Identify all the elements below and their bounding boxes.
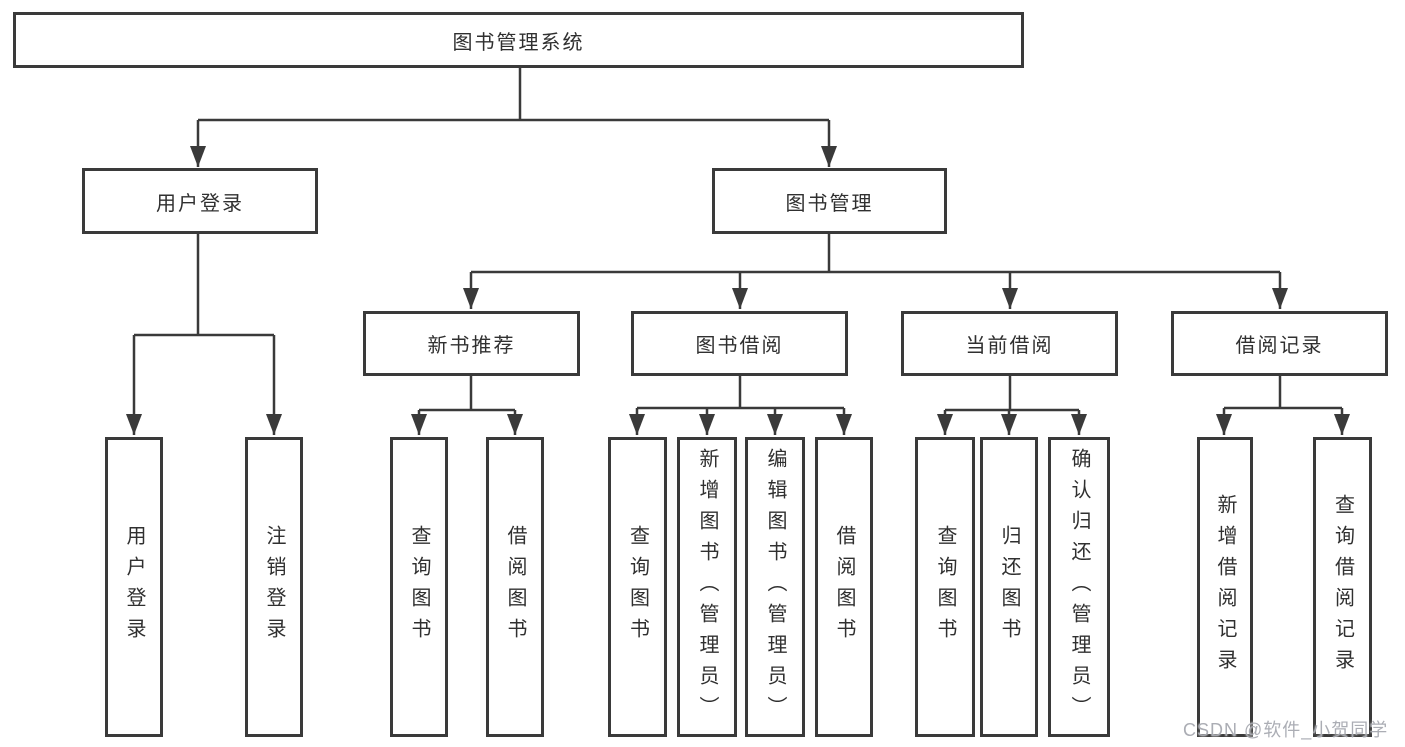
node-label: 编辑图书（管理员） xyxy=(764,447,786,727)
leaf-cb-query-books: 查询图书 xyxy=(915,437,975,737)
node-label: 查询图书 xyxy=(408,525,430,649)
edge-book-borrowing-rail xyxy=(637,376,844,410)
leaf-bb-add-books-admin: 新增图书（管理员） xyxy=(677,437,737,737)
edge-current-borrowing-rail xyxy=(945,376,1079,412)
leaf-br-query-borrow-record: 查询借阅记录 xyxy=(1313,437,1372,737)
node-label: 借阅图书 xyxy=(833,525,855,649)
leaf-cb-return-books: 归还图书 xyxy=(980,437,1038,737)
leaf-bb-borrow-books: 借阅图书 xyxy=(815,437,873,737)
node-label: 查询图书 xyxy=(934,525,956,649)
leaf-bb-query-books: 查询图书 xyxy=(608,437,667,737)
edge-borrowing-records-rail xyxy=(1224,376,1342,410)
leaf-br-add-borrow-record: 新增借阅记录 xyxy=(1197,437,1253,737)
node-new-book-recommendation: 新书推荐 xyxy=(363,311,580,376)
node-label: 查询图书 xyxy=(626,525,649,649)
node-label: 新书推荐 xyxy=(427,335,516,357)
node-label: 查询借阅记录 xyxy=(1331,494,1354,680)
node-borrowing-records: 借阅记录 xyxy=(1171,311,1388,376)
node-label: 归还图书 xyxy=(998,525,1020,649)
leaf-nbr-borrow-books: 借阅图书 xyxy=(486,437,544,737)
node-library-management-system: 图书管理系统 xyxy=(13,12,1024,68)
edge-new-book-recommendation-rail xyxy=(419,376,515,412)
leaf-nbr-query-books: 查询图书 xyxy=(390,437,448,737)
node-label: 借阅图书 xyxy=(504,525,526,649)
node-label: 当前借阅 xyxy=(965,335,1054,357)
node-label: 新增图书（管理员） xyxy=(696,447,718,727)
leaf-logout-login: 注销登录 xyxy=(245,437,303,737)
node-label: 借阅记录 xyxy=(1235,335,1324,357)
node-book-borrowing: 图书借阅 xyxy=(631,311,848,376)
leaf-bb-edit-books-admin: 编辑图书（管理员） xyxy=(745,437,805,737)
edge-user-login-rail xyxy=(134,234,274,337)
watermark-text: CSDN @软件_小贺同学 xyxy=(1183,720,1389,740)
node-current-borrowing: 当前借阅 xyxy=(901,311,1118,376)
node-label: 图书管理 xyxy=(785,192,874,215)
node-label: 图书借阅 xyxy=(695,335,784,357)
edge-root-rail xyxy=(198,67,829,122)
leaf-cb-confirm-return-admin: 确认归还（管理员） xyxy=(1048,437,1110,737)
edge-book-management-rail xyxy=(471,234,1280,274)
leaf-user-login: 用户登录 xyxy=(105,437,163,737)
node-label: 新增借阅记录 xyxy=(1214,494,1236,680)
node-label: 注销登录 xyxy=(263,525,285,649)
node-label: 确认归还（管理员） xyxy=(1068,447,1090,727)
node-user-login: 用户登录 xyxy=(82,168,318,234)
node-label: 用户登录 xyxy=(156,192,244,215)
node-label: 图书管理系统 xyxy=(452,31,585,54)
node-book-management: 图书管理 xyxy=(712,168,947,234)
node-label: 用户登录 xyxy=(123,525,145,649)
